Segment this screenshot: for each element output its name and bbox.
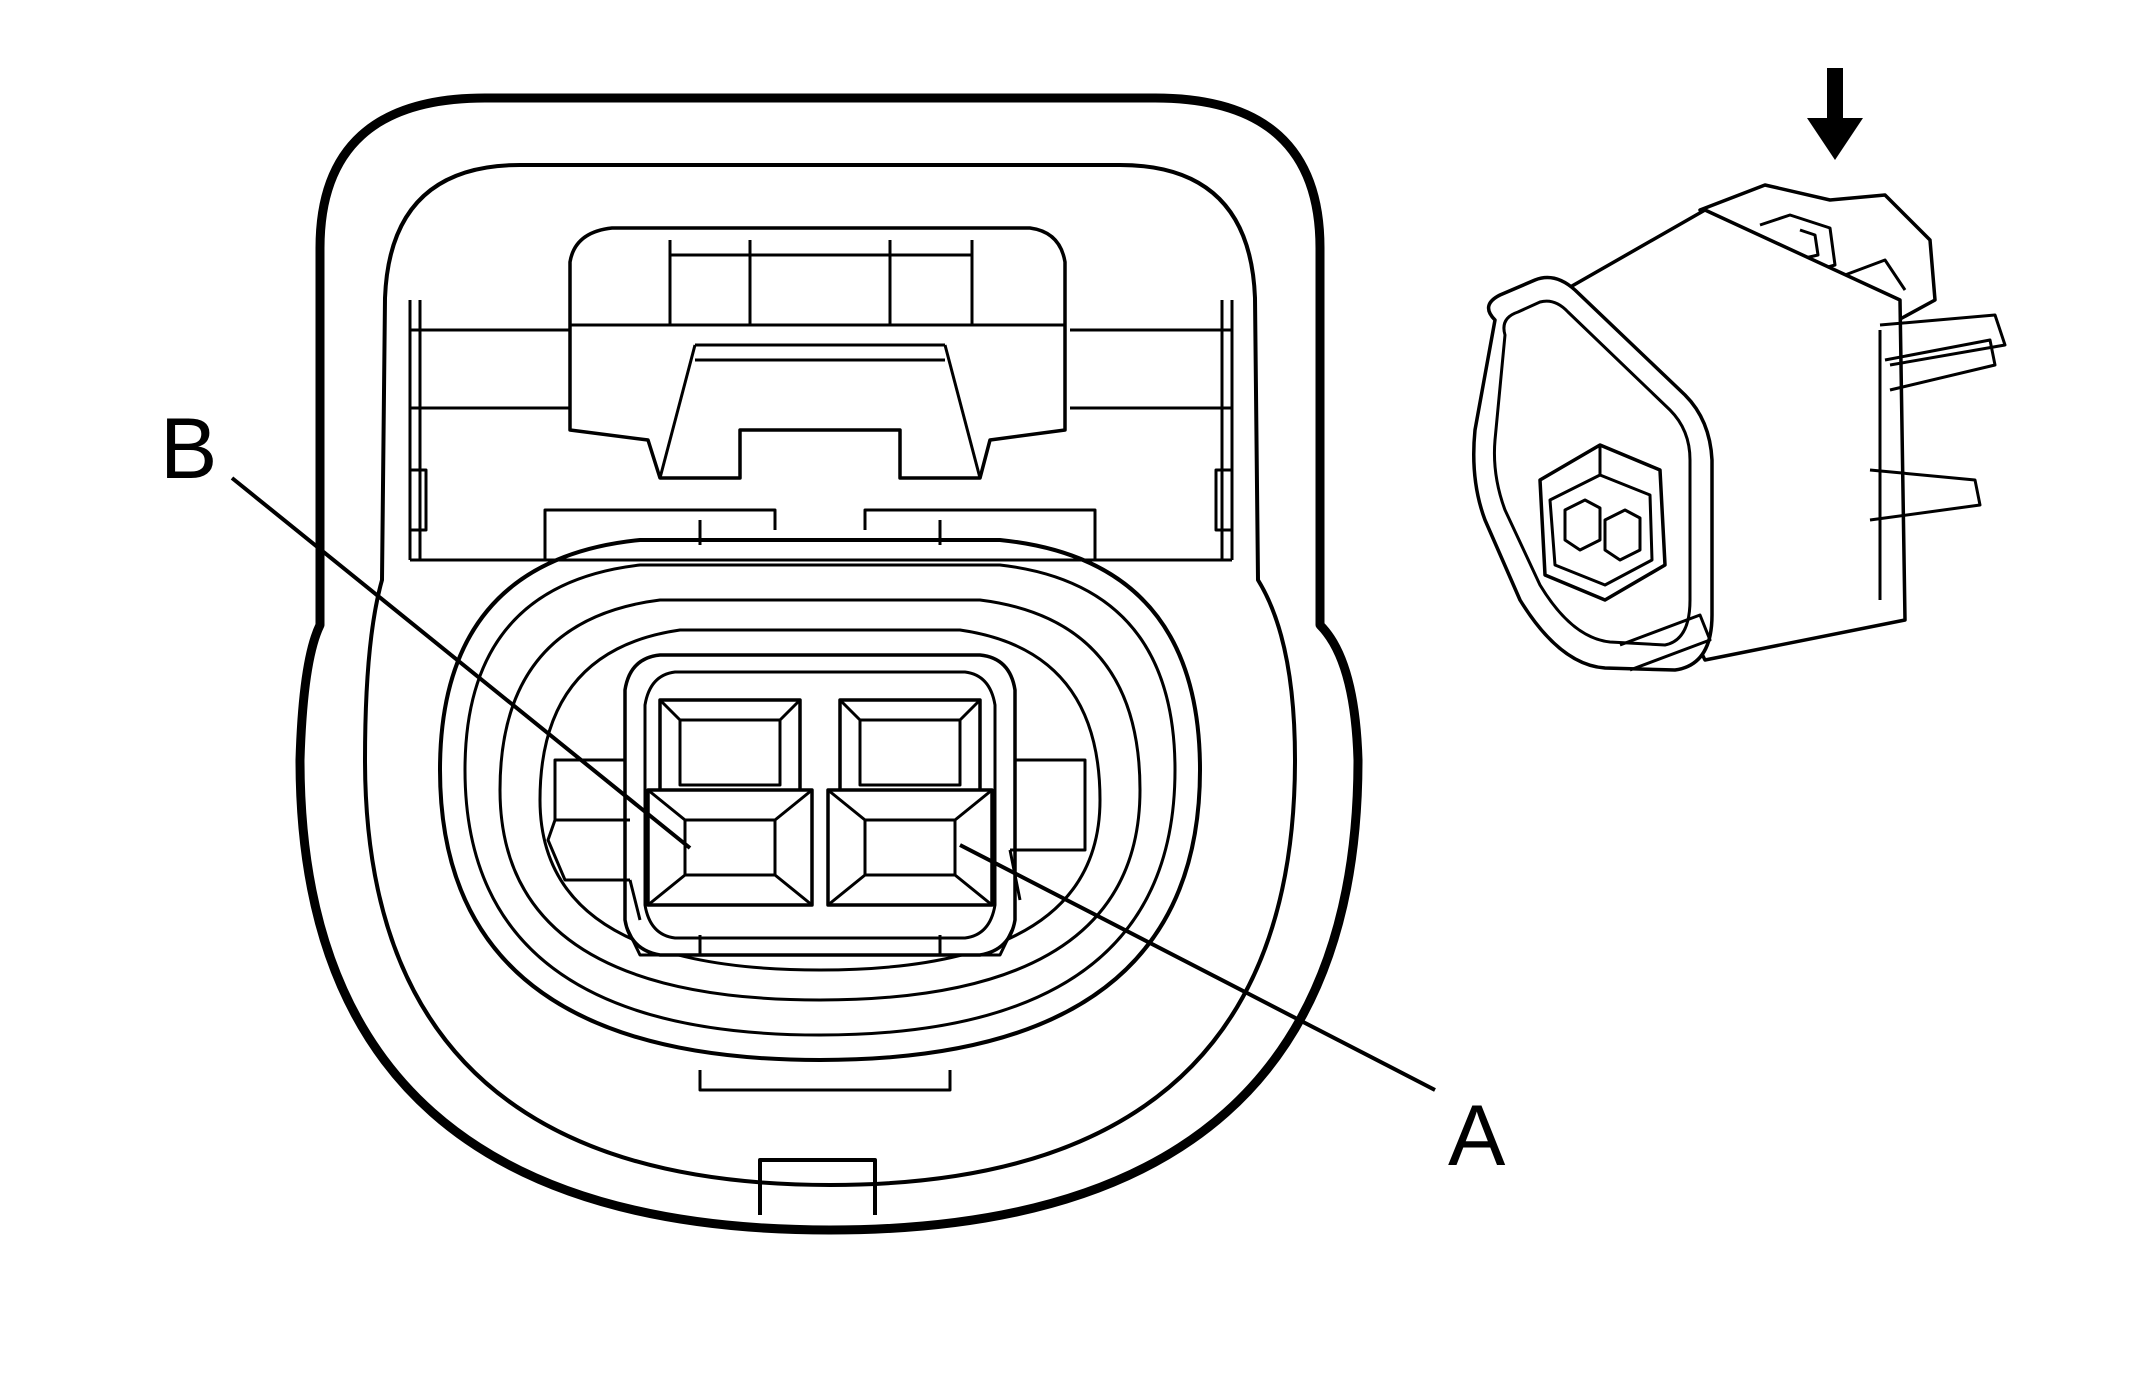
housing-inner-outline bbox=[363, 163, 1297, 1187]
label-a: A bbox=[1448, 1088, 1506, 1184]
connector-isometric-view bbox=[1472, 183, 2007, 672]
terminal-cavity-block bbox=[546, 653, 1087, 957]
locking-latch bbox=[568, 226, 1067, 480]
seal-rings bbox=[438, 538, 1202, 1092]
callout-a: A bbox=[959, 843, 1506, 1184]
terminal-b bbox=[646, 698, 814, 907]
connector-face-view bbox=[295, 93, 1363, 1235]
leader-line-a bbox=[959, 843, 1436, 1092]
housing-outer-outline bbox=[295, 93, 1363, 1235]
label-b: B bbox=[160, 401, 217, 497]
terminal-a bbox=[826, 698, 994, 907]
bottom-key bbox=[758, 1158, 877, 1215]
arrow-down-icon bbox=[1807, 68, 1863, 160]
leader-line-b bbox=[230, 476, 692, 850]
callout-b: B bbox=[160, 401, 692, 850]
upper-tabs bbox=[543, 508, 1097, 560]
